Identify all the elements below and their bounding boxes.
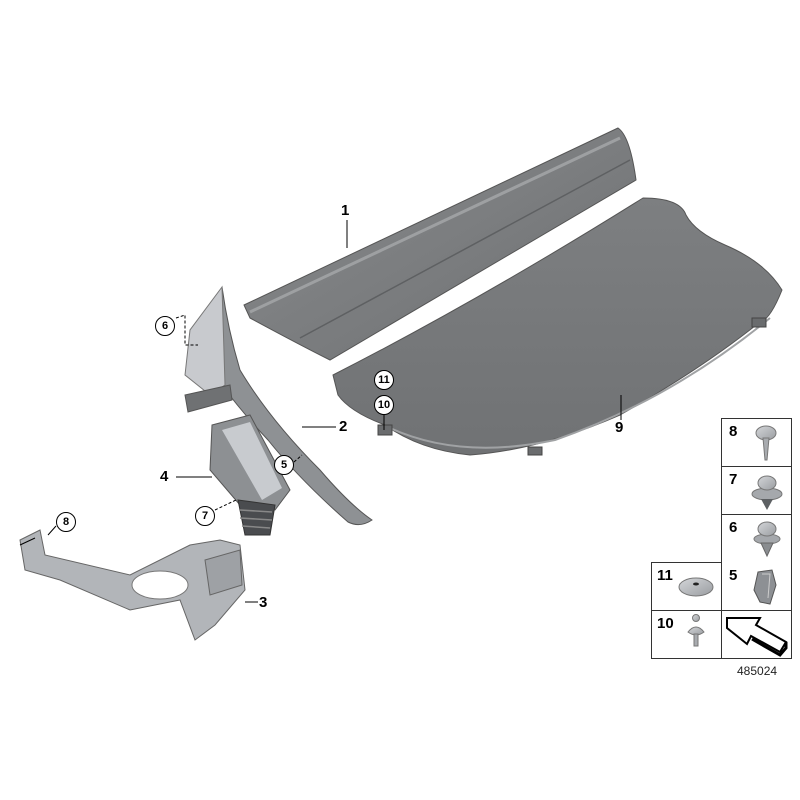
callout-circle-11[interactable]: 11	[374, 370, 394, 390]
part-9-parcel-shelf[interactable]	[332, 197, 783, 456]
direction-arrow-icon	[726, 617, 788, 657]
table-cell-label-10: 10	[657, 615, 674, 632]
callout-9[interactable]: 9	[615, 419, 624, 436]
fastener-table-grid	[651, 418, 792, 659]
spring-clip-icon	[753, 569, 777, 605]
diagram-id: 485024	[737, 664, 778, 678]
callout-4[interactable]: 4	[160, 468, 169, 485]
callout-1[interactable]: 1	[341, 202, 350, 219]
ball-stud-icon	[687, 614, 705, 647]
table-cell-label-6: 6	[729, 519, 738, 536]
table-cell-label-11: 11	[657, 567, 673, 584]
grommet-icon	[678, 577, 714, 597]
part-2-pillar-trim[interactable]	[184, 285, 373, 526]
callout-circle-7[interactable]: 7	[195, 506, 215, 526]
callout-circle-10[interactable]: 10	[374, 395, 394, 415]
callout-circle-6[interactable]: 6	[155, 316, 175, 336]
push-clip-small-icon	[753, 521, 781, 558]
table-cell-label-8: 8	[729, 423, 738, 440]
part-3-bracket[interactable]	[19, 529, 246, 641]
part-4-duct[interactable]	[209, 414, 291, 536]
callout-3[interactable]: 3	[259, 594, 268, 611]
part-1-shelf-trim[interactable]	[243, 127, 637, 361]
table-cell-label-7: 7	[729, 471, 738, 488]
table-cell-label-5: 5	[729, 567, 738, 584]
callout-2[interactable]: 2	[339, 418, 348, 435]
leader-lines	[19, 220, 622, 603]
screw-icon	[755, 425, 777, 461]
callout-circle-5[interactable]: 5	[274, 455, 294, 475]
push-clip-large-icon	[751, 475, 783, 510]
callout-circle-8[interactable]: 8	[56, 512, 76, 532]
